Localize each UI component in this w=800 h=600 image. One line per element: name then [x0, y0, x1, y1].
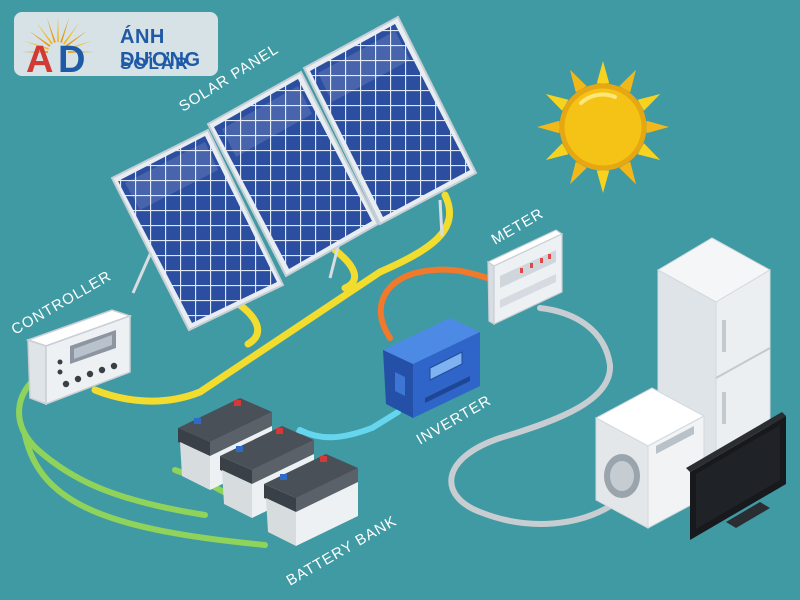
- meter-wire: [377, 266, 503, 341]
- logo-subtitle: SOLAR: [120, 54, 190, 73]
- solar-panels: [110, 15, 478, 332]
- sun-ray: [570, 161, 587, 185]
- solar-panel-icon: [110, 128, 285, 332]
- panel-wire-tap-1: [236, 301, 261, 348]
- load-wire: [448, 305, 615, 527]
- sun-ray: [545, 143, 569, 160]
- controller-icon: [25, 309, 133, 406]
- logo-sun-ray: [63, 22, 80, 45]
- inverter-wire: [297, 409, 401, 441]
- battery-bank: [178, 398, 358, 546]
- washing-machine-icon: [594, 387, 706, 529]
- logo-sun-ray: [23, 40, 49, 50]
- sun-ray: [545, 94, 569, 111]
- sun-ray: [619, 161, 636, 185]
- logo-monogram-a: A: [26, 39, 53, 76]
- logo-sun-ray: [57, 16, 59, 42]
- logo-sun-ray: [67, 40, 93, 50]
- sun-ray: [537, 120, 560, 134]
- logo-sunburst-icon: [22, 16, 94, 53]
- battery-icon: [264, 454, 358, 546]
- sun-ray: [637, 143, 661, 160]
- battery-wire: [16, 372, 208, 518]
- solar-panel-icon: [302, 15, 478, 226]
- logo-sun-ray: [65, 30, 88, 47]
- logo-mark: A D: [22, 16, 94, 76]
- battery-wire-2: [22, 432, 268, 548]
- logo-sun-ray: [46, 17, 56, 43]
- logo-sun-ray: [60, 17, 70, 43]
- sun-ray: [596, 170, 610, 193]
- inverter-icon: [383, 318, 480, 418]
- sun-ray: [646, 120, 669, 134]
- logo-sun-ray: [68, 51, 94, 53]
- logo-sun-ray: [36, 22, 53, 45]
- sun-ray: [619, 69, 636, 93]
- panel-wire-tap-2: [331, 246, 358, 292]
- panel-wire: [91, 191, 454, 405]
- sun-ray: [596, 61, 610, 84]
- logo-sun-ray: [28, 30, 51, 47]
- sun-ray: [637, 94, 661, 111]
- solar-panel-icon: [206, 70, 380, 278]
- tv-icon: [686, 412, 786, 540]
- meter-icon: [486, 229, 564, 326]
- logo-sun-ray: [22, 51, 48, 53]
- sun-icon: [537, 61, 669, 193]
- sun-ray: [570, 69, 587, 93]
- brand-logo: A D ÁNH DƯƠNG SOLAR: [14, 12, 218, 76]
- logo-brand-name: ÁNH DƯƠNG: [120, 26, 201, 71]
- logo-monogram-d: D: [58, 39, 85, 76]
